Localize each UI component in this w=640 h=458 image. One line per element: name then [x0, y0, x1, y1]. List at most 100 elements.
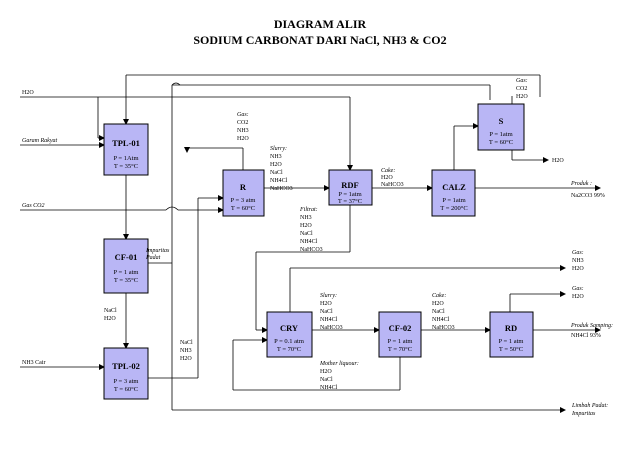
unit-name: CF-01: [115, 252, 138, 262]
unit-pressure: P = 1Atm: [113, 155, 138, 162]
label-slurry-cry: Slurry: H2O NaCl NH4Cl NaHCO3: [320, 293, 343, 331]
label-h2o-s: H2O: [552, 158, 564, 164]
svg-text:Produk Samping:: Produk Samping:: [570, 323, 613, 329]
unit-pressure: P = 3 atm: [231, 197, 256, 204]
unit-temperature: T = 60°C: [114, 386, 138, 393]
svg-text:NaCl: NaCl: [320, 309, 333, 315]
svg-text:NH4Cl: NH4Cl: [320, 317, 338, 323]
unit-tpl02: TPL-02 P = 3 atm T = 60°C: [103, 347, 149, 400]
label-impuritas-padat: Impuritas Padat: [145, 248, 170, 261]
svg-text:Slurry:: Slurry:: [270, 146, 287, 152]
unit-name: TPL-01: [112, 138, 140, 148]
label-limbah-padat: Limbah Padat: Impuritas: [571, 403, 608, 417]
svg-text:H2O: H2O: [270, 162, 282, 168]
svg-text:Gas:: Gas:: [572, 250, 584, 256]
unit-cry: CRY P = 0.1 atm T = 70°C: [266, 311, 313, 358]
svg-text:Filtrat:: Filtrat:: [299, 207, 318, 213]
unit-cf02: CF-02 P = 1 atm T = 70°C: [378, 311, 422, 358]
unit-pressure: P = 1 atm: [388, 338, 413, 345]
label-gas-r: Gas: CO2 NH3 H2O: [237, 112, 249, 142]
svg-text:H2O: H2O: [104, 316, 116, 322]
svg-text:NH4Cl: NH4Cl: [270, 178, 288, 184]
label-tpl02-outlet: NaCl NH3 H2O: [180, 340, 193, 362]
unit-temperature: T = 35°C: [114, 277, 138, 284]
label-filtrat: Filtrat: NH3 H2O NaCl NH4Cl NaHCO3: [299, 207, 323, 253]
label-produk-samping: Produk Samping: NH4Cl 93%: [570, 323, 613, 339]
unit-pressure: P = 1atm: [338, 191, 361, 198]
unit-temperature: T = 60°C: [489, 139, 513, 146]
svg-text:Limbah Padat:: Limbah Padat:: [571, 403, 608, 409]
svg-text:Cake:: Cake:: [432, 293, 446, 299]
unit-name: RD: [505, 323, 517, 333]
svg-text:H2O: H2O: [572, 294, 584, 300]
label-mother-liquor: Mother liquour: H2O NaCl NH4Cl: [319, 361, 359, 391]
svg-text:NH3: NH3: [572, 258, 584, 264]
unit-temperature: T = 37°C: [338, 198, 362, 205]
diagram-subtitle: SODIUM CARBONAT DARI NaCl, NH3 & CO2: [193, 33, 446, 47]
label-gas-cry: Gas: NH3 H2O: [572, 250, 584, 272]
unit-pressure: P = 0.1 atm: [274, 338, 304, 345]
unit-name: CALZ: [442, 182, 466, 192]
svg-text:NH3: NH3: [300, 215, 312, 221]
svg-text:H2O: H2O: [320, 369, 332, 375]
unit-pressure: P = 3 atm: [114, 378, 139, 385]
svg-text:NaHCO3: NaHCO3: [320, 325, 343, 331]
svg-text:NH3: NH3: [237, 128, 249, 134]
svg-text:H2O: H2O: [300, 223, 312, 229]
unit-pressure: P = 1atm: [442, 197, 465, 204]
diagram-title: DIAGRAM ALIR: [274, 17, 367, 31]
svg-text:Gas:: Gas:: [237, 112, 249, 118]
svg-text:CO2: CO2: [237, 120, 248, 126]
svg-text:H2O: H2O: [432, 301, 444, 307]
unit-tpl01: TPL-01 P = 1Atm T = 35°C: [103, 123, 149, 176]
svg-text:Gas:: Gas:: [572, 286, 584, 292]
unit-temperature: T = 50°C: [499, 346, 523, 353]
unit-temperature: T = 35°C: [114, 163, 138, 170]
unit-temperature: T = 70°C: [388, 346, 412, 353]
unit-pressure: P = 1atm: [489, 131, 512, 138]
unit-name: S: [499, 116, 504, 126]
svg-text:Gas:: Gas:: [516, 78, 528, 84]
unit-temperature: T = 200°C: [440, 205, 467, 212]
svg-text:H2O: H2O: [516, 94, 528, 100]
unit-pressure: P = 1 atm: [499, 338, 524, 345]
svg-text:NaCl: NaCl: [104, 308, 117, 314]
label-h2o-feed: H2O: [22, 90, 34, 96]
svg-text:Slurry:: Slurry:: [320, 293, 337, 299]
svg-text:Impuritas: Impuritas: [145, 248, 170, 254]
svg-text:NaCl: NaCl: [320, 377, 333, 383]
unit-s: S P = 1atm T = 60°C: [477, 103, 525, 151]
svg-text:Produk :: Produk :: [570, 181, 592, 187]
svg-text:NaCl: NaCl: [432, 309, 445, 315]
unit-pressure: P = 1 atm: [114, 269, 139, 276]
svg-text:NH4Cl: NH4Cl: [432, 317, 450, 323]
label-produk: Produk : Na2CO3 99%: [570, 181, 605, 199]
svg-text:NaHCO3: NaHCO3: [432, 325, 455, 331]
unit-cf01: CF-01 P = 1 atm T = 35°C: [103, 238, 149, 294]
label-nacl-h2o: NaCl H2O: [104, 308, 117, 322]
unit-rdf: RDF P = 1atm T = 37°C: [328, 169, 373, 206]
svg-text:NH4Cl: NH4Cl: [320, 385, 338, 391]
svg-text:NaCl: NaCl: [300, 231, 313, 237]
unit-name: CRY: [280, 323, 298, 333]
unit-name: RDF: [341, 180, 358, 190]
unit-name: TPL-02: [112, 361, 140, 371]
svg-text:Na2CO3 99%: Na2CO3 99%: [571, 193, 605, 199]
svg-text:NaHCO3: NaHCO3: [300, 247, 323, 253]
svg-text:Mother liquour:: Mother liquour:: [319, 361, 359, 367]
svg-text:H2O: H2O: [320, 301, 332, 307]
svg-text:H2O: H2O: [572, 266, 584, 272]
unit-temperature: T = 70°C: [277, 346, 301, 353]
unit-rd: RD P = 1 atm T = 50°C: [489, 311, 534, 358]
label-garam-rakyat: Garam Rakyat: [22, 138, 57, 144]
svg-text:H2O: H2O: [237, 136, 249, 142]
svg-text:NH3: NH3: [270, 154, 282, 160]
label-nh3-cair: NH3 Cair: [22, 360, 46, 366]
svg-text:NH4Cl: NH4Cl: [300, 239, 318, 245]
svg-text:H2O: H2O: [381, 175, 393, 181]
unit-r: R P = 3 atm T = 60°C: [222, 169, 265, 217]
stream-lines: [20, 74, 601, 413]
svg-text:H2O: H2O: [180, 356, 192, 362]
svg-text:Cake:: Cake:: [381, 168, 395, 174]
